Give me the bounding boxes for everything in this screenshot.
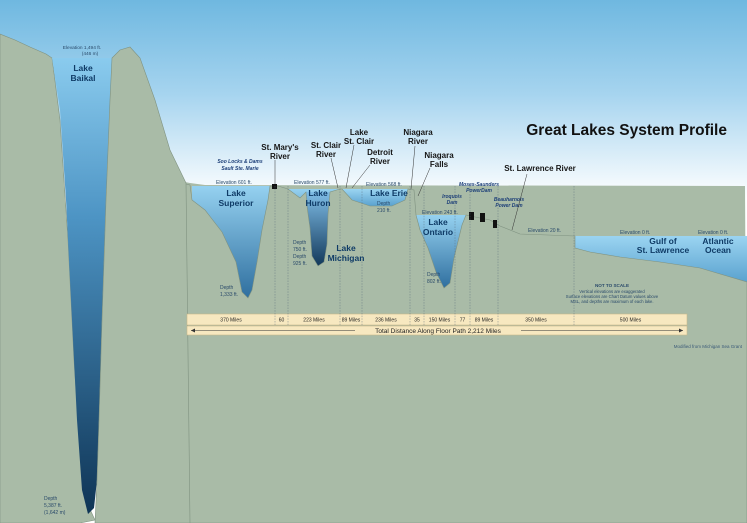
michigan-depth-line2: 925 ft. bbox=[293, 261, 307, 267]
baikal-depth-line1: Depth bbox=[44, 496, 58, 502]
atlantic-label-line2: Ocean bbox=[705, 245, 731, 255]
detroit-river-label-line1: Detroit bbox=[367, 148, 393, 157]
erie-depth-line2: 210 ft. bbox=[377, 208, 391, 214]
segment-label: 60 bbox=[279, 318, 285, 324]
ontario-label-line2: Ontario bbox=[423, 227, 453, 237]
niagara-falls-label-line2: Falls bbox=[430, 160, 449, 169]
segment-label: 77 bbox=[460, 318, 466, 324]
soo-locks-label-line1: Soo Locks & Dams bbox=[217, 159, 263, 165]
erie-label: Lake Erie bbox=[370, 188, 408, 198]
iroquois-dam-marker bbox=[469, 212, 474, 220]
st-marys-label-line1: St. Mary's bbox=[261, 143, 299, 152]
moses-saunders-label-line2: PowerDam bbox=[466, 188, 492, 194]
lake-st-clair-label-line2: St. Clair bbox=[344, 137, 374, 146]
segment-label: 223 Miles bbox=[303, 318, 325, 324]
iroquois-label-line2: Dam bbox=[447, 200, 458, 206]
moses-saunders-dam-marker bbox=[480, 213, 485, 222]
ontario-label-line1: Lake bbox=[428, 217, 448, 227]
baikal-label-line1: Lake bbox=[73, 63, 93, 73]
huron-label-line1: Lake bbox=[308, 188, 328, 198]
baikal-depth-line2: 5,387 ft. bbox=[44, 503, 62, 509]
michigan-label-line2: Michigan bbox=[328, 253, 365, 263]
michigan-depth-line1: Depth bbox=[293, 254, 307, 260]
segment-label: 500 Miles bbox=[620, 318, 642, 324]
superior-label-line2: Superior bbox=[219, 198, 255, 208]
huron-label-line2: Huron bbox=[305, 198, 330, 208]
niagara-river-label-line1: Niagara bbox=[403, 128, 433, 137]
superior-depth-line1: Depth bbox=[220, 285, 234, 291]
niagara-falls-label-line1: Niagara bbox=[424, 151, 454, 160]
huron-depth-line1: Depth bbox=[293, 240, 307, 246]
segment-label: 370 Miles bbox=[220, 318, 242, 324]
baikal-elevation-line2: (446 m) bbox=[82, 51, 99, 57]
gulf-elevation: Elevation 0 ft. bbox=[620, 230, 650, 236]
segment-label: 89 Miles bbox=[342, 318, 361, 324]
erie-depth-line1: Depth bbox=[377, 201, 391, 207]
total-distance-label: Total Distance Along Floor Path 2,212 Mi… bbox=[375, 328, 501, 335]
gulf-label-line2: St. Lawrence bbox=[637, 245, 690, 255]
baikal-label-line2: Baikal bbox=[70, 73, 95, 83]
st-lawrence-elevation: Elevation 20 ft. bbox=[528, 228, 561, 234]
ontario-depth-line1: Depth bbox=[427, 272, 441, 278]
segment-label: 236 Miles bbox=[375, 318, 397, 324]
baikal-depth-line3: (1,642 m) bbox=[44, 510, 66, 516]
page-title: Great Lakes System Profile bbox=[526, 122, 727, 139]
segment-label: 150 Miles bbox=[429, 318, 451, 324]
note-line4: MSL, and depths are maximum of each lake… bbox=[570, 299, 653, 304]
superior-elevation: Elevation 601 ft. bbox=[216, 180, 252, 186]
lake-st-clair-label-line1: Lake bbox=[350, 128, 369, 137]
credit-text: Modified from Michigan Sea Grant bbox=[674, 344, 743, 349]
segment-label: 350 Miles bbox=[525, 318, 547, 324]
ontario-depth-line2: 802 ft. bbox=[427, 279, 441, 285]
soo-locks-dam-marker bbox=[272, 184, 277, 189]
michigan-label-line1: Lake bbox=[336, 243, 356, 253]
st-lawrence-river-label: St. Lawrence River bbox=[504, 164, 576, 173]
niagara-river-label-line2: River bbox=[408, 137, 428, 146]
superior-depth-line2: 1,333 ft. bbox=[220, 292, 238, 298]
huron-elevation: Elevation 577 ft. bbox=[294, 180, 330, 186]
beauharnois-dam-marker bbox=[493, 220, 497, 228]
st-clair-river-label-line1: St. Clair bbox=[311, 141, 341, 150]
st-clair-river-label-line2: River bbox=[316, 150, 336, 159]
detroit-river-label-line2: River bbox=[370, 157, 390, 166]
st-marys-label-line2: River bbox=[270, 152, 290, 161]
ontario-elevation: Elevation 243 ft. bbox=[422, 210, 458, 216]
superior-label-line1: Lake bbox=[226, 188, 246, 198]
soo-locks-label-line2: Sault Ste. Marie bbox=[221, 166, 258, 172]
segment-label: 35 bbox=[414, 318, 420, 324]
segment-label: 89 Miles bbox=[475, 318, 494, 324]
baikal-elevation-line1: Elevation 1,494 ft. bbox=[63, 45, 101, 51]
huron-depth-line2: 750 ft. bbox=[293, 247, 307, 253]
note-line1: NOT TO SCALE bbox=[595, 283, 629, 288]
